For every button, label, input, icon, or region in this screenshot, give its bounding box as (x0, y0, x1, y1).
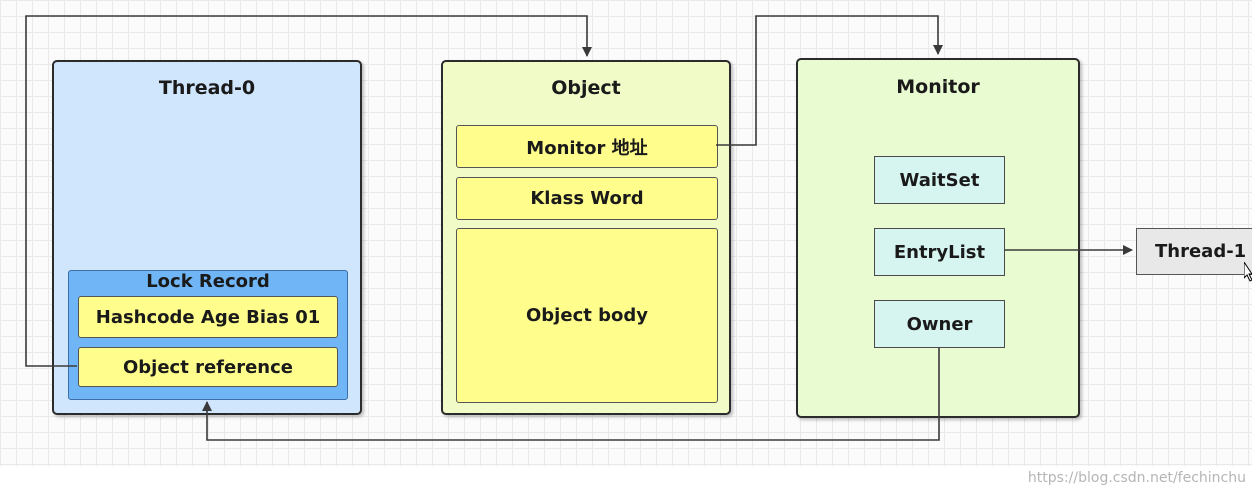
object-box: Object Monitor 地址 Klass Word Object body (441, 60, 731, 415)
thread-0-title: Thread-0 (158, 77, 256, 99)
thread-1-box: Thread-1 (1136, 228, 1252, 275)
mark-word-field: Hashcode Age Bias 01 (78, 296, 338, 338)
object-reference-field: Object reference (78, 347, 338, 387)
owner-field: Owner (874, 300, 1005, 348)
mouse-pointer-icon (1244, 262, 1252, 282)
object-title: Object (551, 77, 621, 99)
thread-0-box: Thread-0 Lock Record Hashcode Age Bias 0… (52, 60, 362, 415)
watermark-text: https://blog.csdn.net/fechinchu (1027, 470, 1246, 486)
object-body-field: Object body (456, 228, 718, 403)
object-reference-to-object-arrow (25, 15, 592, 367)
monitor-title: Monitor (896, 76, 980, 98)
entry-list-field: EntryList (874, 228, 1005, 276)
monitor-box: Monitor WaitSet EntryList Owner (796, 58, 1080, 418)
lock-record-box: Lock Record Hashcode Age Bias 01 Object … (68, 270, 348, 400)
klass-word-field: Klass Word (456, 177, 718, 220)
monitor-address-to-monitor-arrow (716, 15, 943, 146)
wait-set-field: WaitSet (874, 156, 1005, 204)
lock-record-title: Lock Record (146, 271, 270, 292)
owner-to-thread-0-arrow (202, 348, 940, 441)
monitor-address-field: Monitor 地址 (456, 125, 718, 168)
